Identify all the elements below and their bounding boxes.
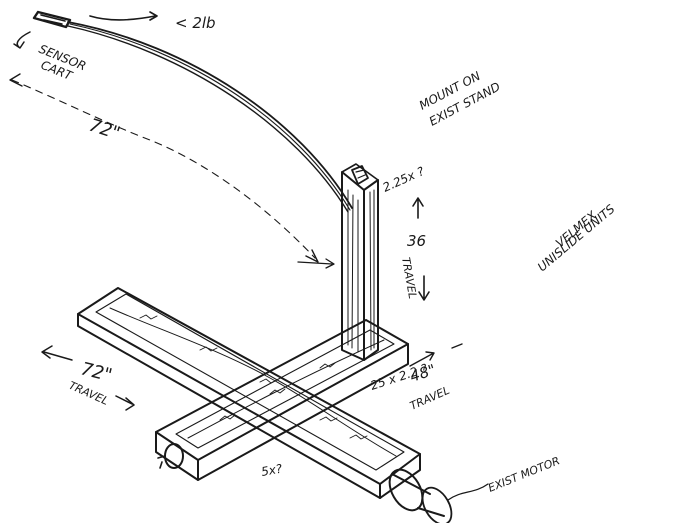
load-leader-arrow — [89, 11, 158, 21]
long-base-slide — [77, 287, 421, 499]
load-label: < 2lb — [175, 14, 216, 32]
sensor-cable — [67, 21, 353, 213]
base-size-label: 5x? — [260, 461, 284, 479]
reach-label: 72" — [86, 115, 122, 145]
sensor-cart — [32, 10, 72, 29]
sensor-leader-arrow — [13, 31, 31, 49]
reach-dimension-line — [11, 79, 316, 259]
reach-arrowhead-left — [9, 73, 23, 87]
long-travel-arrow-end — [115, 395, 135, 411]
vertical-travel-word: TRAVEL — [399, 256, 419, 300]
cross-slide-knob — [157, 443, 184, 469]
brand-note-line2: UNISLIDE UNITS — [535, 202, 618, 275]
vertical-pointer-arrow — [297, 258, 335, 269]
long-travel-value: 72" — [79, 358, 114, 386]
motor — [388, 468, 453, 523]
vertical-travel-arrow-up — [412, 197, 424, 219]
vertical-travel-arrow-down — [418, 275, 430, 301]
cross-slide — [155, 319, 409, 481]
motor-label: EXIST MOTOR — [486, 454, 561, 495]
long-travel-arrow — [41, 345, 73, 361]
cross-travel-word: TRAVEL — [408, 384, 452, 413]
cross-travel-arrow — [409, 343, 463, 367]
reach-arrowhead-right — [305, 249, 319, 263]
motor-leader — [447, 483, 489, 501]
vertical-size-label: 2.25x ? — [381, 164, 427, 195]
vertical-travel-value: 36 — [407, 232, 426, 250]
